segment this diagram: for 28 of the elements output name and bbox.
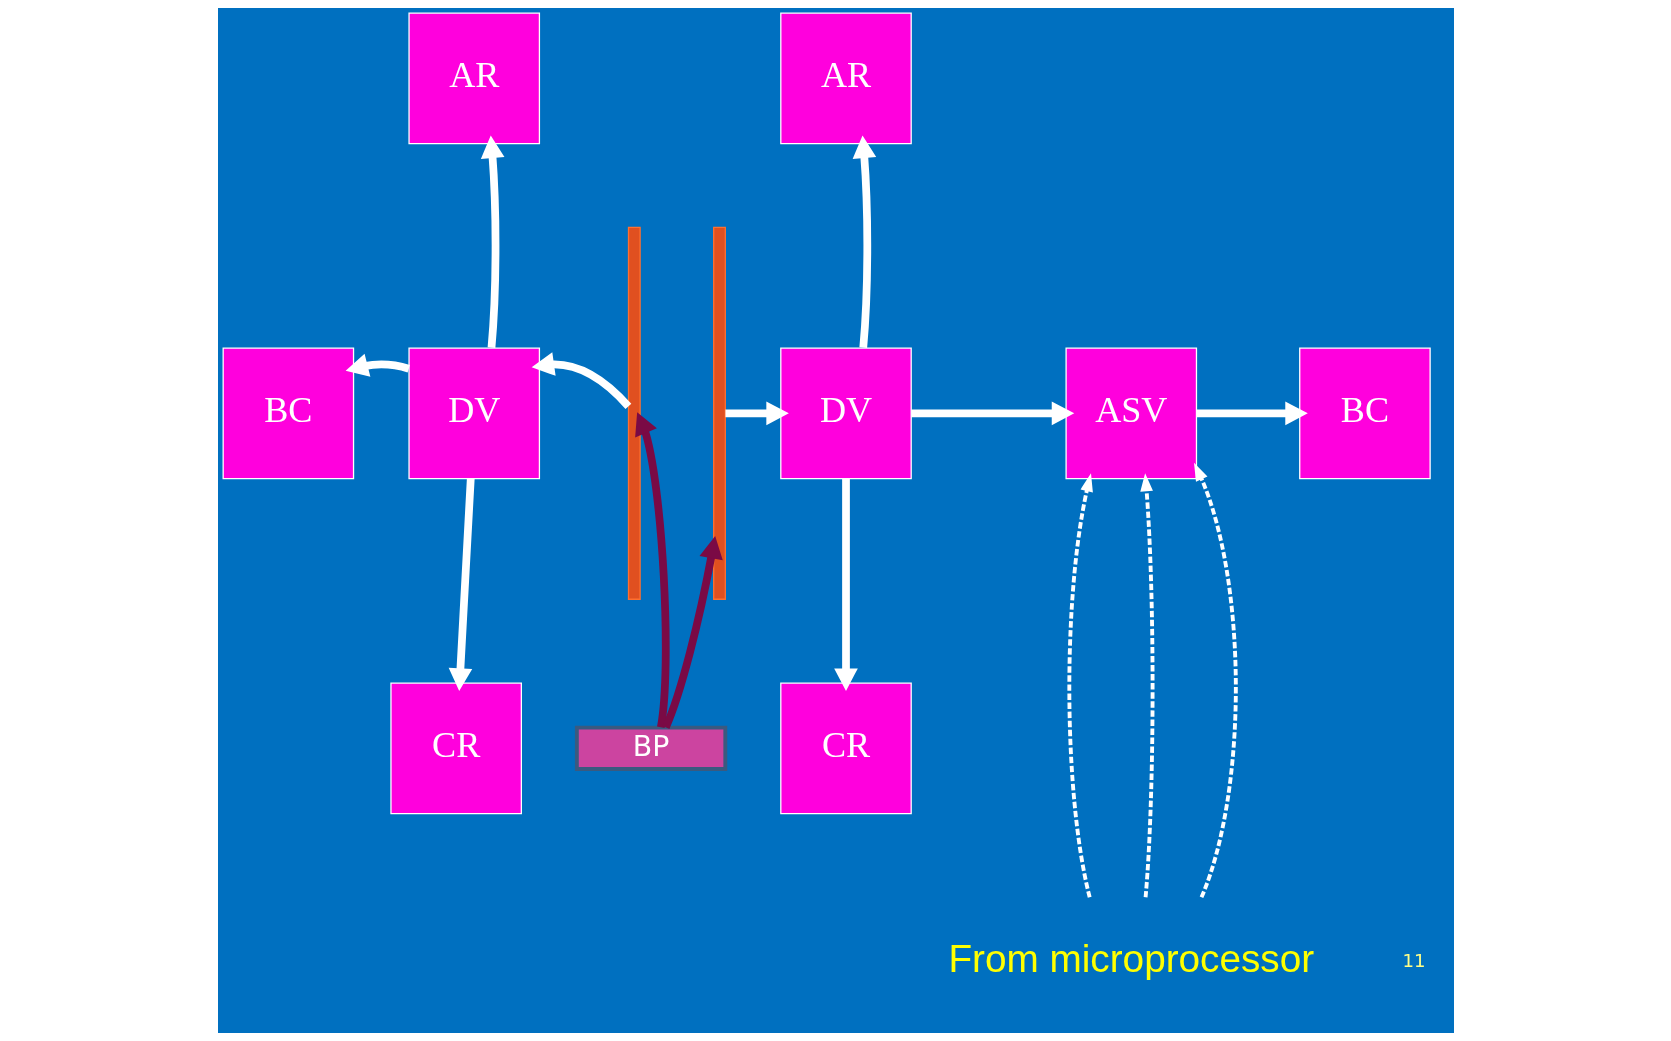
arrow (480, 135, 504, 348)
arrow (345, 353, 410, 377)
node-text: From microprocessor (947, 937, 1314, 981)
arrow (833, 478, 858, 691)
node-box: ASV (1064, 347, 1197, 480)
node-box: DV (779, 347, 912, 480)
arrow (1066, 473, 1093, 898)
node-box: AR (779, 12, 912, 145)
arrow (531, 352, 631, 410)
node-box: CR (389, 682, 522, 815)
node-box: DV (407, 347, 540, 480)
node-bar (712, 226, 726, 600)
arrow (661, 535, 723, 729)
label: 11 (1401, 950, 1425, 972)
node-box: AR (407, 12, 540, 145)
arrow (1139, 473, 1154, 898)
node-bar (627, 226, 641, 600)
arrow (910, 401, 1074, 426)
node-box: BC (1298, 347, 1431, 480)
node-box: BC (222, 347, 354, 480)
node-box: BP (574, 725, 727, 771)
arrow (852, 135, 876, 348)
arrow (448, 478, 475, 691)
arrow (1193, 462, 1238, 898)
node-box: CR (779, 682, 912, 815)
arrow (724, 401, 789, 426)
arrow (1196, 401, 1308, 426)
arrow (634, 412, 670, 728)
